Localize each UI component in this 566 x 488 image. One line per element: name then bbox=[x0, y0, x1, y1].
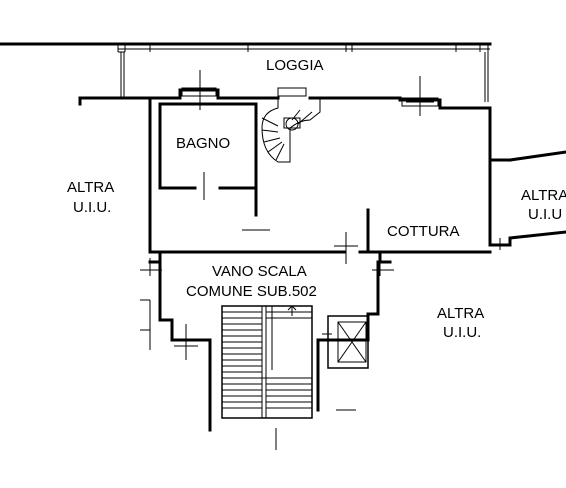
altra-uiu-right-bottom-line1: ALTRA bbox=[437, 305, 485, 322]
altra-uiu-right-top-line2: U.I.U bbox=[528, 206, 563, 223]
vano-scala-label: VANO SCALA bbox=[212, 263, 307, 280]
loggia-label: LOGGIA bbox=[266, 57, 324, 74]
comune-sub-label: COMUNE SUB.502 bbox=[186, 283, 317, 300]
altra-uiu-right-bottom-line2: U.I.U. bbox=[443, 324, 482, 341]
elevator-shaft bbox=[322, 315, 369, 369]
cottura-label: COTTURA bbox=[387, 223, 460, 240]
altra-uiu-left-line2: U.I.U. bbox=[73, 199, 112, 216]
vent-shafts bbox=[181, 87, 439, 107]
axis-marks bbox=[140, 70, 501, 450]
altra-uiu-right-top-line1: ALTRA bbox=[521, 187, 566, 204]
altra-uiu-left-line1: ALTRA bbox=[67, 179, 115, 196]
bagno-label: BAGNO bbox=[176, 135, 231, 152]
spiral-staircase bbox=[261, 98, 321, 163]
main-staircase bbox=[221, 305, 313, 419]
outer-walls bbox=[78, 88, 566, 432]
loggia-balcony bbox=[0, 42, 492, 102]
